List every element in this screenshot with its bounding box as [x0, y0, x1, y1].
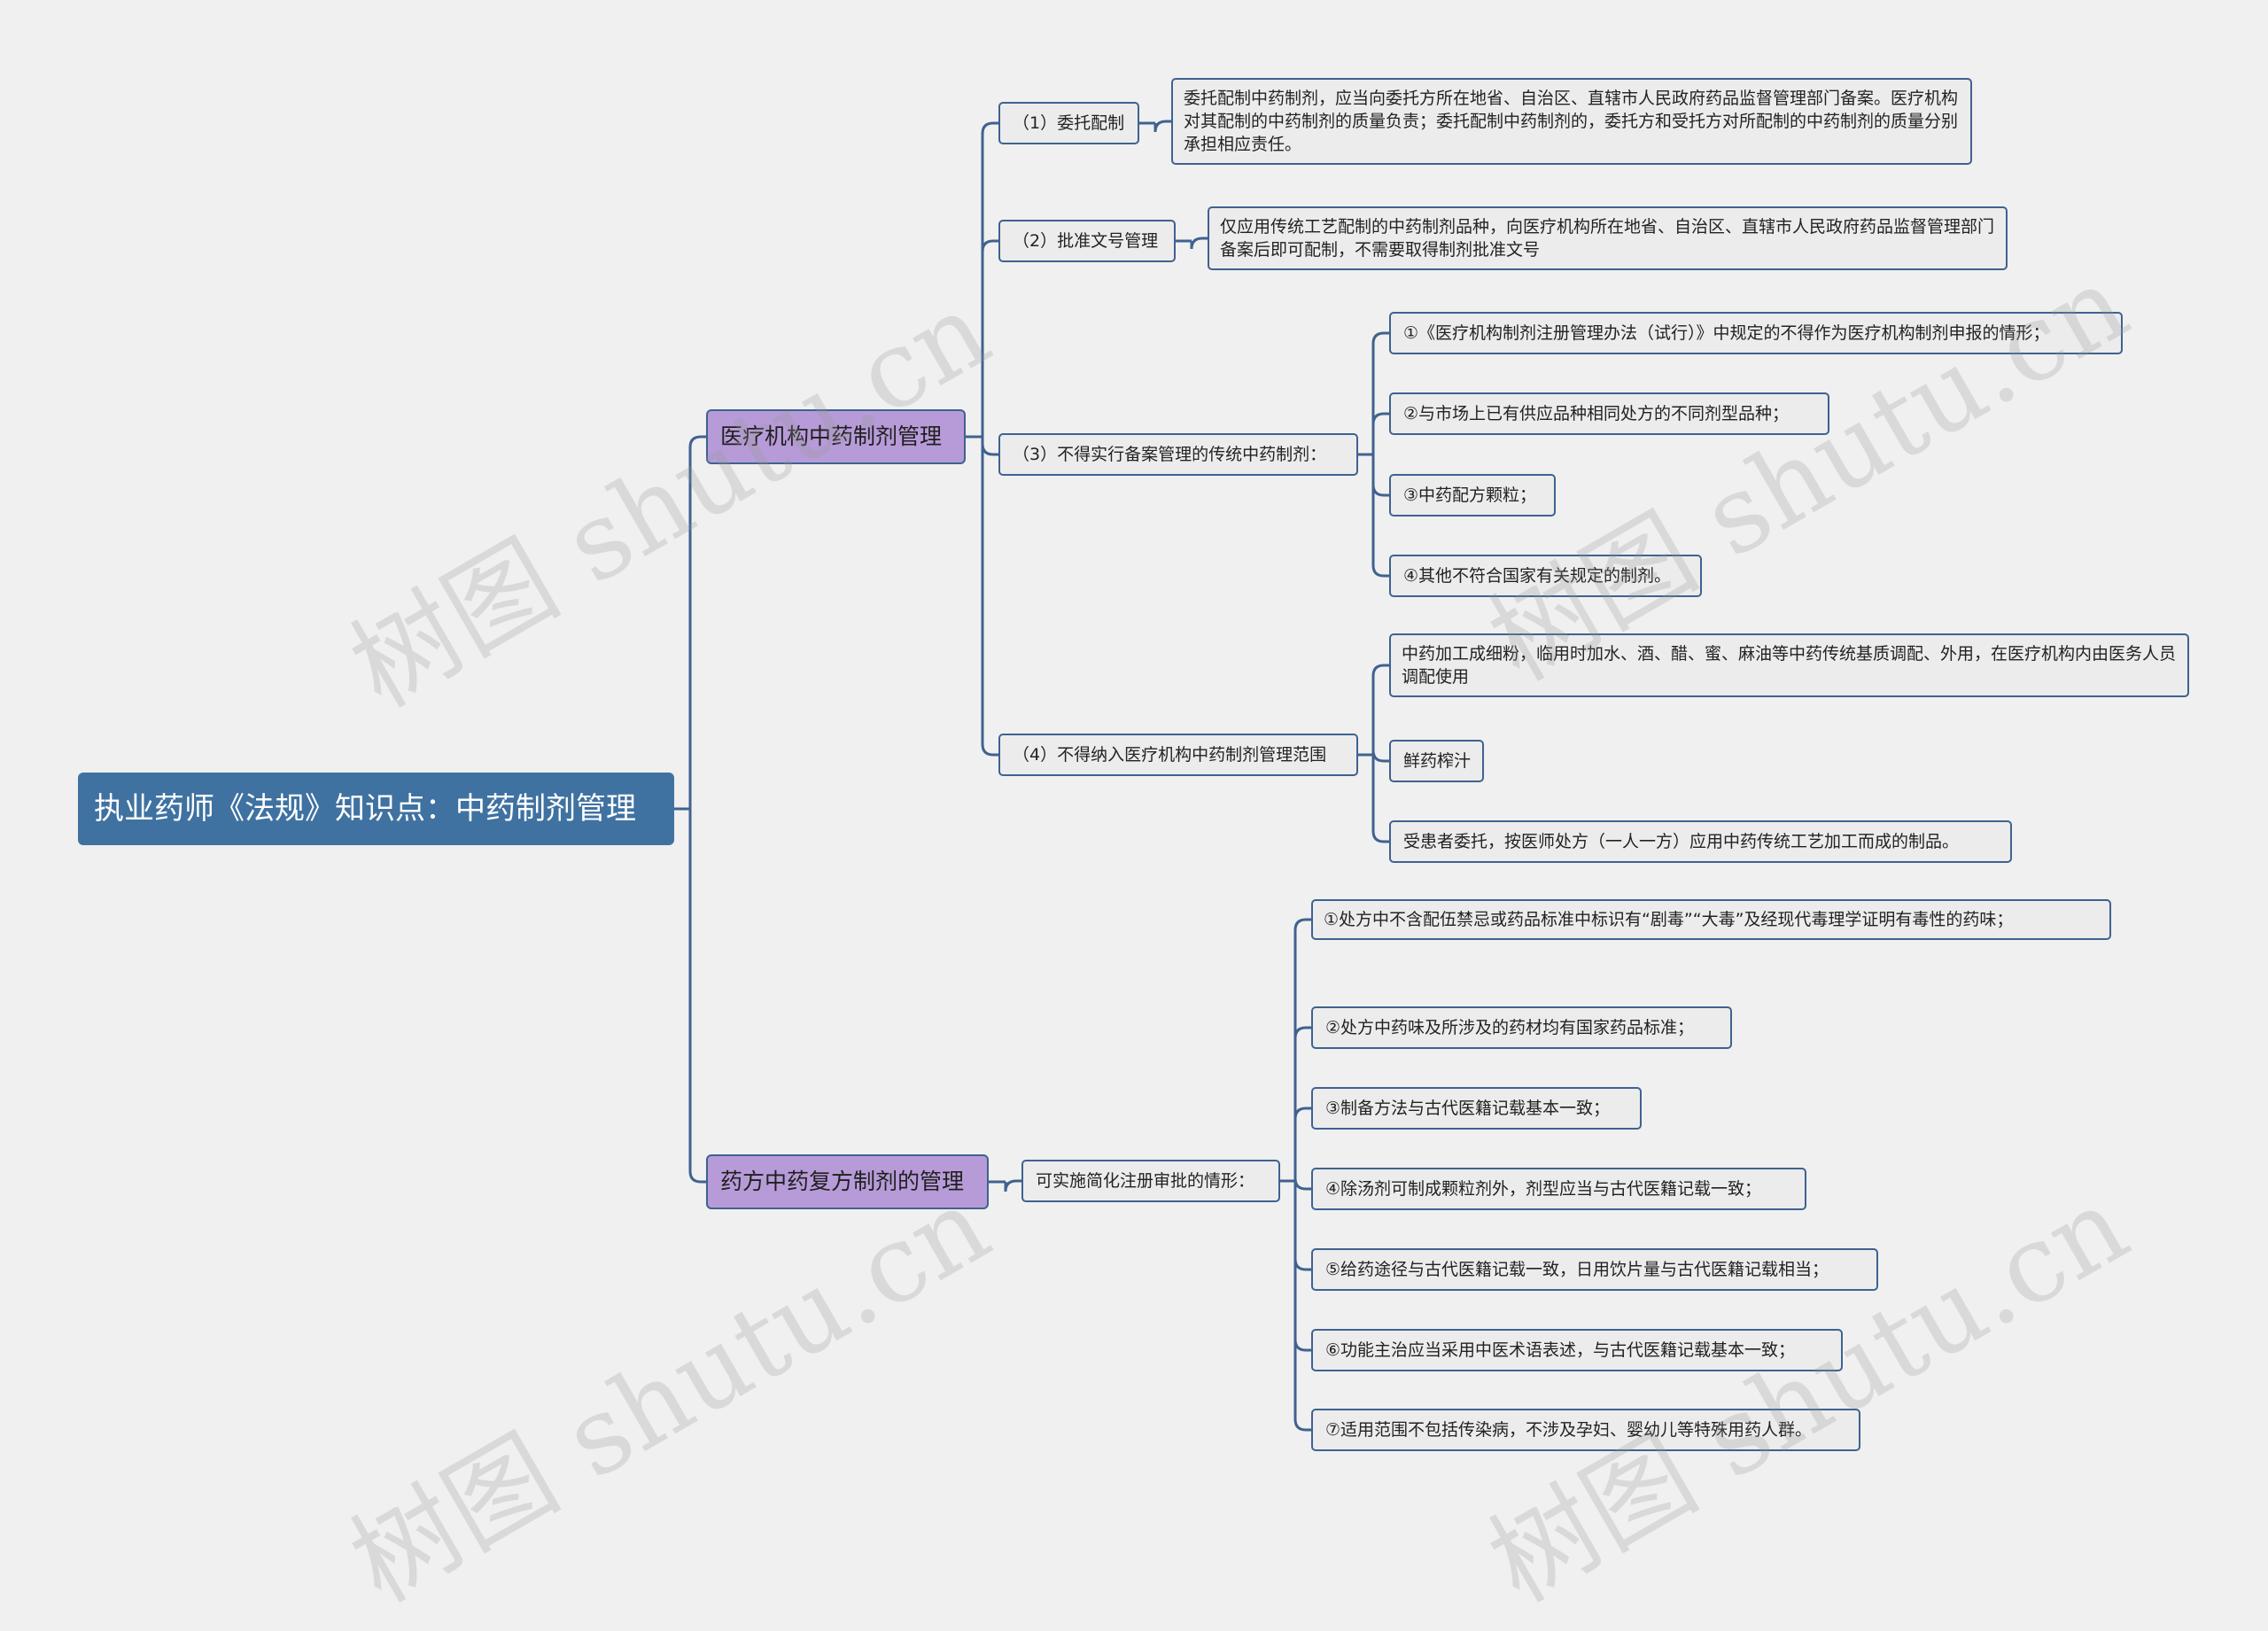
connector-line — [981, 121, 998, 437]
connector-line — [1371, 755, 1389, 843]
leaf-excluded-2[interactable]: 鲜药榨汁 — [1389, 740, 1484, 782]
connector-line — [981, 437, 998, 757]
connector-line — [1371, 331, 1389, 454]
topic-simplified-approval[interactable]: 可实施简化注册审批的情形： — [1021, 1160, 1280, 1202]
leaf-simplified-7[interactable]: ⑦适用范围不包括传染病，不涉及孕妇、婴幼儿等特殊用药人群。 — [1311, 1409, 1860, 1451]
connector-line — [981, 239, 998, 437]
leaf-approval-detail[interactable]: 仅应用传统工艺配制的中药制剂品种，向医疗机构所在地省、自治区、直辖市人民政府药品… — [1208, 206, 2008, 270]
connector-line — [1371, 749, 1389, 763]
connector-line — [1293, 1181, 1311, 1271]
connector-line — [1293, 1107, 1311, 1181]
connector-line — [1153, 120, 1171, 133]
leaf-no-filing-1[interactable]: ①《医疗机构制剂注册管理办法（试行）》中规定的不得作为医疗机构制剂申报的情形； — [1389, 312, 2123, 354]
connector-line — [1190, 237, 1208, 250]
connector-line — [1004, 1179, 1021, 1192]
branch-classical-formula[interactable]: 药方中药复方制剂的管理 — [706, 1154, 989, 1209]
connector-line — [1293, 918, 1311, 1181]
leaf-excluded-1[interactable]: 中药加工成细粉，临用时加水、酒、醋、蜜、麻油等中药传统基质调配、外用，在医疗机构… — [1389, 633, 2189, 697]
leaf-simplified-4[interactable]: ④除汤剂可制成颗粒剂外，剂型应当与古代医籍记载一致； — [1311, 1168, 1806, 1210]
connector-line — [1293, 1181, 1311, 1432]
leaf-simplified-6[interactable]: ⑥功能主治应当采用中医术语表述，与古代医籍记载基本一致； — [1311, 1329, 1843, 1371]
connector-line — [688, 809, 706, 1184]
connector-line — [1371, 412, 1389, 454]
leaf-simplified-1[interactable]: ①处方中不含配伍禁忌或药品标准中标识有“剧毒”“大毒”及经现代毒理学证明有毒性的… — [1311, 899, 2111, 940]
leaf-simplified-2[interactable]: ②处方中药味及所涉及的药材均有国家药品标准； — [1311, 1006, 1732, 1049]
topic-approval-number[interactable]: （2）批准文号管理 — [998, 220, 1176, 262]
leaf-entrusted-detail[interactable]: 委托配制中药制剂，应当向委托方所在地省、自治区、直辖市人民政府药品监督管理部门备… — [1171, 78, 1972, 165]
connector-line — [688, 435, 706, 809]
leaf-simplified-3[interactable]: ③制备方法与古代医籍记载基本一致； — [1311, 1087, 1642, 1130]
topic-excluded-scope[interactable]: （4）不得纳入医疗机构中药制剂管理范围 — [998, 734, 1358, 776]
topic-no-filing[interactable]: （3）不得实行备案管理的传统中药制剂： — [998, 433, 1358, 476]
connector-line — [1371, 664, 1389, 755]
leaf-no-filing-2[interactable]: ②与市场上已有供应品种相同处方的不同剂型品种； — [1389, 392, 1829, 435]
branch-hospital-preparation[interactable]: 医疗机构中药制剂管理 — [706, 409, 966, 464]
connector-line — [1293, 1026, 1311, 1181]
leaf-no-filing-3[interactable]: ③中药配方颗粒； — [1389, 474, 1556, 516]
leaf-simplified-5[interactable]: ⑤给药途径与古代医籍记载一致，日用饮片量与古代医籍记载相当； — [1311, 1248, 1878, 1291]
leaf-excluded-3[interactable]: 受患者委托，按医师处方（一人一方）应用中药传统工艺加工而成的制品。 — [1389, 820, 2012, 863]
connector-line — [1371, 454, 1389, 578]
topic-entrusted-preparation[interactable]: （1）委托配制 — [998, 102, 1139, 144]
connector-lines — [674, 120, 1389, 1432]
leaf-no-filing-4[interactable]: ④其他不符合国家有关规定的制剂。 — [1389, 555, 1702, 597]
root-topic[interactable]: 执业药师《法规》知识点：中药制剂管理 — [78, 773, 674, 845]
connector-line — [1293, 1177, 1311, 1191]
connector-line — [1371, 454, 1389, 497]
connector-line — [981, 437, 998, 456]
